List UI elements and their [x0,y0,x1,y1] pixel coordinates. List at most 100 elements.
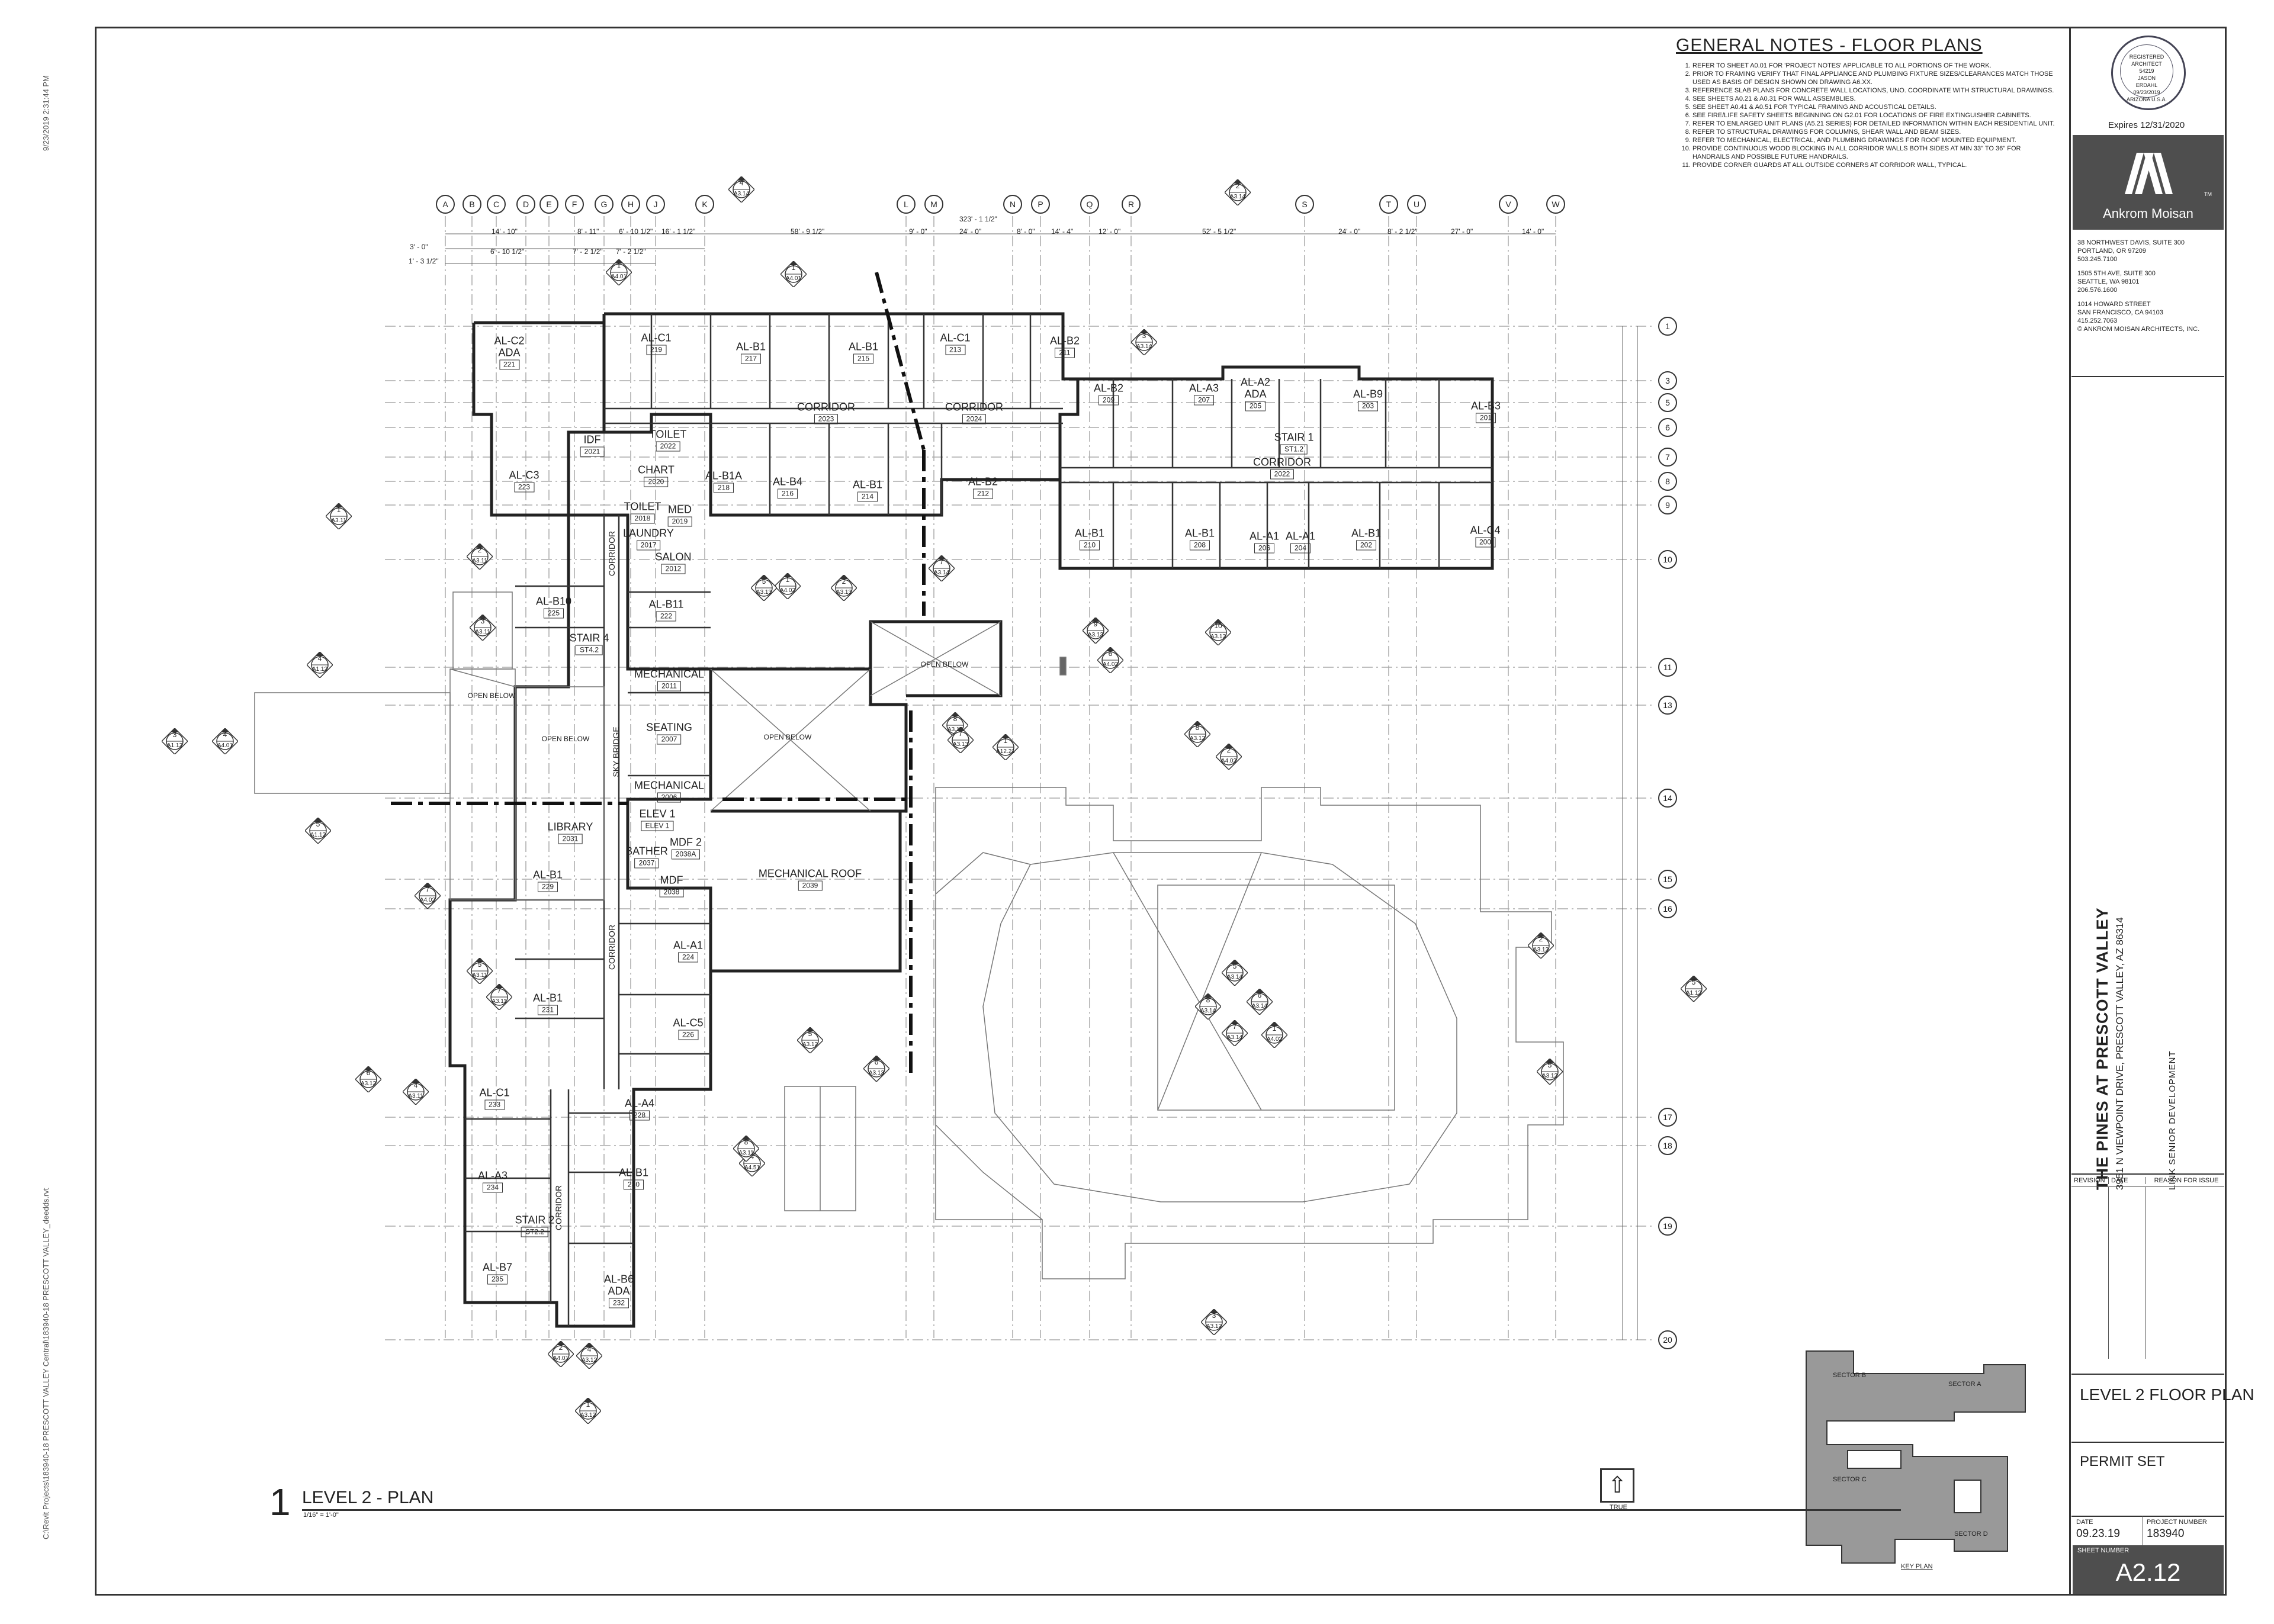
grid-bubble-row: 20 [1658,1330,1677,1349]
callout-number: 7 [497,986,502,995]
grid-bubble-column: K [695,195,714,214]
callout-number: 5 [762,577,766,586]
room-name: SEATING [646,721,692,734]
room-number: 218 [713,483,734,493]
room-number: 216 [777,488,798,499]
callout-sheet: A1.12 [1685,990,1702,996]
room-name: MECHANICAL ROOF [758,867,862,880]
room-number: 2017 [636,540,661,551]
callout-sheet: A3.14 [1136,343,1152,350]
dim-label: 14' - 4" [1051,227,1074,236]
key-sector-label: SECTOR C [1833,1476,1867,1483]
callout-number: 2 [1226,746,1231,754]
callout-sheet: A3.14 [1251,1003,1268,1009]
rev-col-date: DATE [2109,1177,2146,1184]
grid-bubble-column: T [1379,195,1398,214]
grid-bubble-row: 9 [1658,496,1677,514]
callout-number: 4 [223,731,227,739]
room-name: STAIR 1 [1274,431,1314,443]
room-number: 210 [1079,540,1100,551]
dim-label: 52' - 5 1/2" [1202,227,1236,236]
room-name: MDF 2 [670,836,702,848]
firm-name: Ankrom Moisan [2103,206,2193,221]
key-sector-label: SECTOR D [1954,1530,1988,1538]
callout-sheet: A12.21 [996,748,1015,755]
grid-bubble-column: G [595,195,614,214]
callout-number: 2 [1539,935,1543,943]
open-below-label: OPEN BELOW [541,735,590,743]
note-item: REFER TO MECHANICAL, ELECTRICAL, AND PLU… [1692,136,2055,144]
grid-bubble-row: 7 [1658,448,1677,467]
note-item: SEE SHEETS A0.21 & A0.31 FOR WALL ASSEMB… [1692,95,2055,103]
callout-number: 10 [1214,622,1222,630]
room-name: MECHANICAL [634,779,705,792]
callout-number: 6 [1108,649,1113,658]
sky-bridge-label: SKY BRIDGE [611,726,621,777]
room-number: 226 [677,1030,699,1040]
grid-bubble-column: F [565,195,584,214]
callout-number: 1 [586,1400,590,1408]
dim-label: 14' - 0" [1522,227,1544,236]
room-name: AL-B10 [535,595,572,607]
room-name: TOILET [624,500,661,513]
callout-sheet: A3.11 [475,629,490,635]
callout-number: 5 [316,820,320,828]
room-name: AL-C1 [479,1086,510,1099]
callout-number: 7 [939,558,944,566]
grid-bubble-row: 17 [1658,1108,1677,1127]
room-number: 223 [513,482,535,493]
stamp-expires: Expires 12/31/2020 [2108,120,2185,130]
callout-sheet: A3.11 [492,998,507,1005]
dim-label: 27' - 0" [1451,227,1473,236]
room-number: 234 [482,1182,503,1193]
room-name: STAIR 2 [515,1214,555,1226]
callout-sheet: A4.01 [785,275,802,282]
callout-number: 4 [750,1153,754,1161]
rev-col-revision: REVISION [2071,1177,2109,1184]
room-number: 203 [1357,401,1379,411]
view-title: LEVEL 2 - PLAN [302,1488,434,1507]
grid-bubble-row: 3 [1658,371,1677,390]
callout-sheet: A4.51 [744,1165,760,1171]
callout-number: 7 [425,885,430,893]
office-address: 1014 HOWARD STREET SAN FRANCISCO, CA 941… [2077,301,2200,333]
key-sector-label: SECTOR A [1948,1381,1981,1388]
dim-label: 6' - 10 1/2" [490,247,525,256]
callout-number: 1 [791,263,796,272]
callout-sheet: A3.12 [1206,1323,1222,1330]
callout-number: 8 [1206,996,1210,1004]
grid-bubble-row: 19 [1658,1217,1677,1236]
room-number: 2006 [657,792,682,803]
grid-bubble-row: 14 [1658,789,1677,808]
callout-sheet: A4.01 [611,274,627,280]
room-name: AL-C1 [641,332,672,344]
room-number: 214 [857,491,878,502]
room-number: 200 [1475,537,1496,548]
room-name: CHART [638,464,675,476]
callout-sheet: A1.12 [311,666,328,673]
room-number: 212 [972,488,994,499]
date-label: DATE [2076,1519,2093,1526]
open-below-label: OPEN BELOW [763,733,812,741]
callout-number: 4 [587,1345,592,1353]
